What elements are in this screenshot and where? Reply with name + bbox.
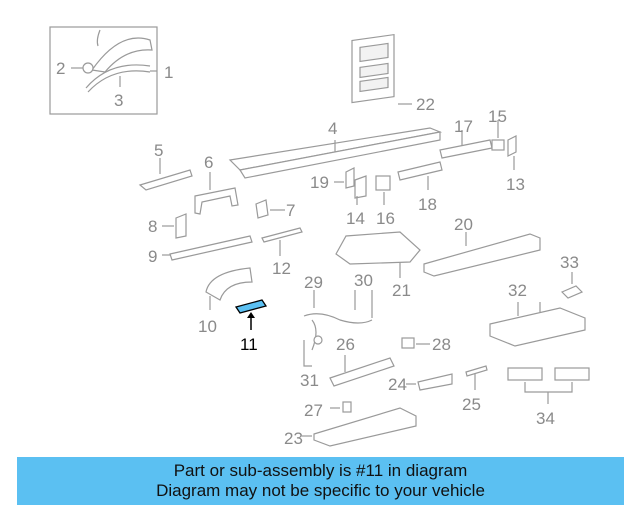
- part-8: [162, 213, 187, 239]
- part-15: [491, 120, 505, 151]
- callout-4: 4: [328, 119, 337, 138]
- part-22-center-panel: [351, 33, 412, 105]
- callout-15: 15: [488, 107, 507, 126]
- callout-22: 22: [416, 95, 435, 114]
- callout-27: 27: [304, 401, 323, 420]
- callout-1: 1: [164, 63, 173, 82]
- part-20: [423, 232, 541, 277]
- callout-16: 16: [376, 209, 395, 228]
- callout-20: 20: [454, 215, 473, 234]
- banner-line-2: Diagram may not be specific to your vehi…: [156, 481, 485, 500]
- info-banner: Part or sub-assembly is #11 in diagram D…: [17, 457, 624, 505]
- callout-7: 7: [286, 201, 295, 220]
- part-14: [354, 175, 367, 205]
- part-21: [335, 231, 421, 278]
- part-9: [162, 235, 253, 261]
- callout-8: 8: [148, 217, 157, 236]
- part-19: [334, 167, 355, 189]
- callout-34: 34: [536, 409, 555, 428]
- callout-5: 5: [154, 141, 163, 160]
- callout-13: 13: [506, 175, 525, 194]
- part-32: [489, 302, 586, 347]
- inset-box: [49, 26, 158, 115]
- callout-33: 33: [560, 253, 579, 272]
- callout-2: 2: [56, 59, 65, 78]
- part-26: [329, 355, 395, 387]
- callout-29: 29: [304, 273, 323, 292]
- callout-25: 25: [462, 395, 481, 414]
- callout-11: 11: [240, 335, 258, 354]
- callout-26: 26: [336, 335, 355, 354]
- part-24: [406, 373, 453, 391]
- part-27: [330, 401, 352, 413]
- callout-24: 24: [388, 375, 407, 394]
- part-11-highlighted: [234, 299, 268, 330]
- part-33: [560, 272, 584, 299]
- part-16: [375, 175, 391, 205]
- callout-32: 32: [508, 281, 527, 300]
- callout-10: 10: [198, 317, 217, 336]
- callout-19: 19: [310, 173, 329, 192]
- callout-6: 6: [204, 153, 213, 172]
- callout-12: 12: [272, 259, 291, 278]
- callout-30: 30: [354, 271, 373, 290]
- part-10: [205, 267, 253, 310]
- part-23: [302, 407, 417, 447]
- part-6: [194, 172, 239, 215]
- callout-9: 9: [148, 247, 157, 266]
- banner-line-1: Part or sub-assembly is #11 in diagram: [173, 461, 468, 480]
- callout-23: 23: [284, 429, 303, 448]
- callout-18: 18: [418, 195, 437, 214]
- callout-17: 17: [454, 117, 473, 136]
- part-18: [397, 161, 443, 190]
- part-34: [507, 367, 590, 404]
- part-5: [138, 158, 193, 191]
- parts-diagram: 1 2 3 4 5 6 7 8 9 10 11 12 13 14 15 16 1…: [49, 26, 590, 448]
- callout-28: 28: [432, 335, 451, 354]
- part-13: [507, 135, 517, 170]
- part-25: [465, 365, 488, 390]
- callout-31: 31: [300, 371, 319, 390]
- callout-21: 21: [392, 281, 411, 300]
- callout-3: 3: [114, 91, 123, 110]
- part-4-dash-rail: [228, 127, 443, 179]
- callout-14: 14: [346, 209, 365, 228]
- part-12: [261, 227, 303, 256]
- part-28: [401, 337, 430, 349]
- part-7: [255, 199, 285, 219]
- part-29-30-31: [303, 290, 373, 367]
